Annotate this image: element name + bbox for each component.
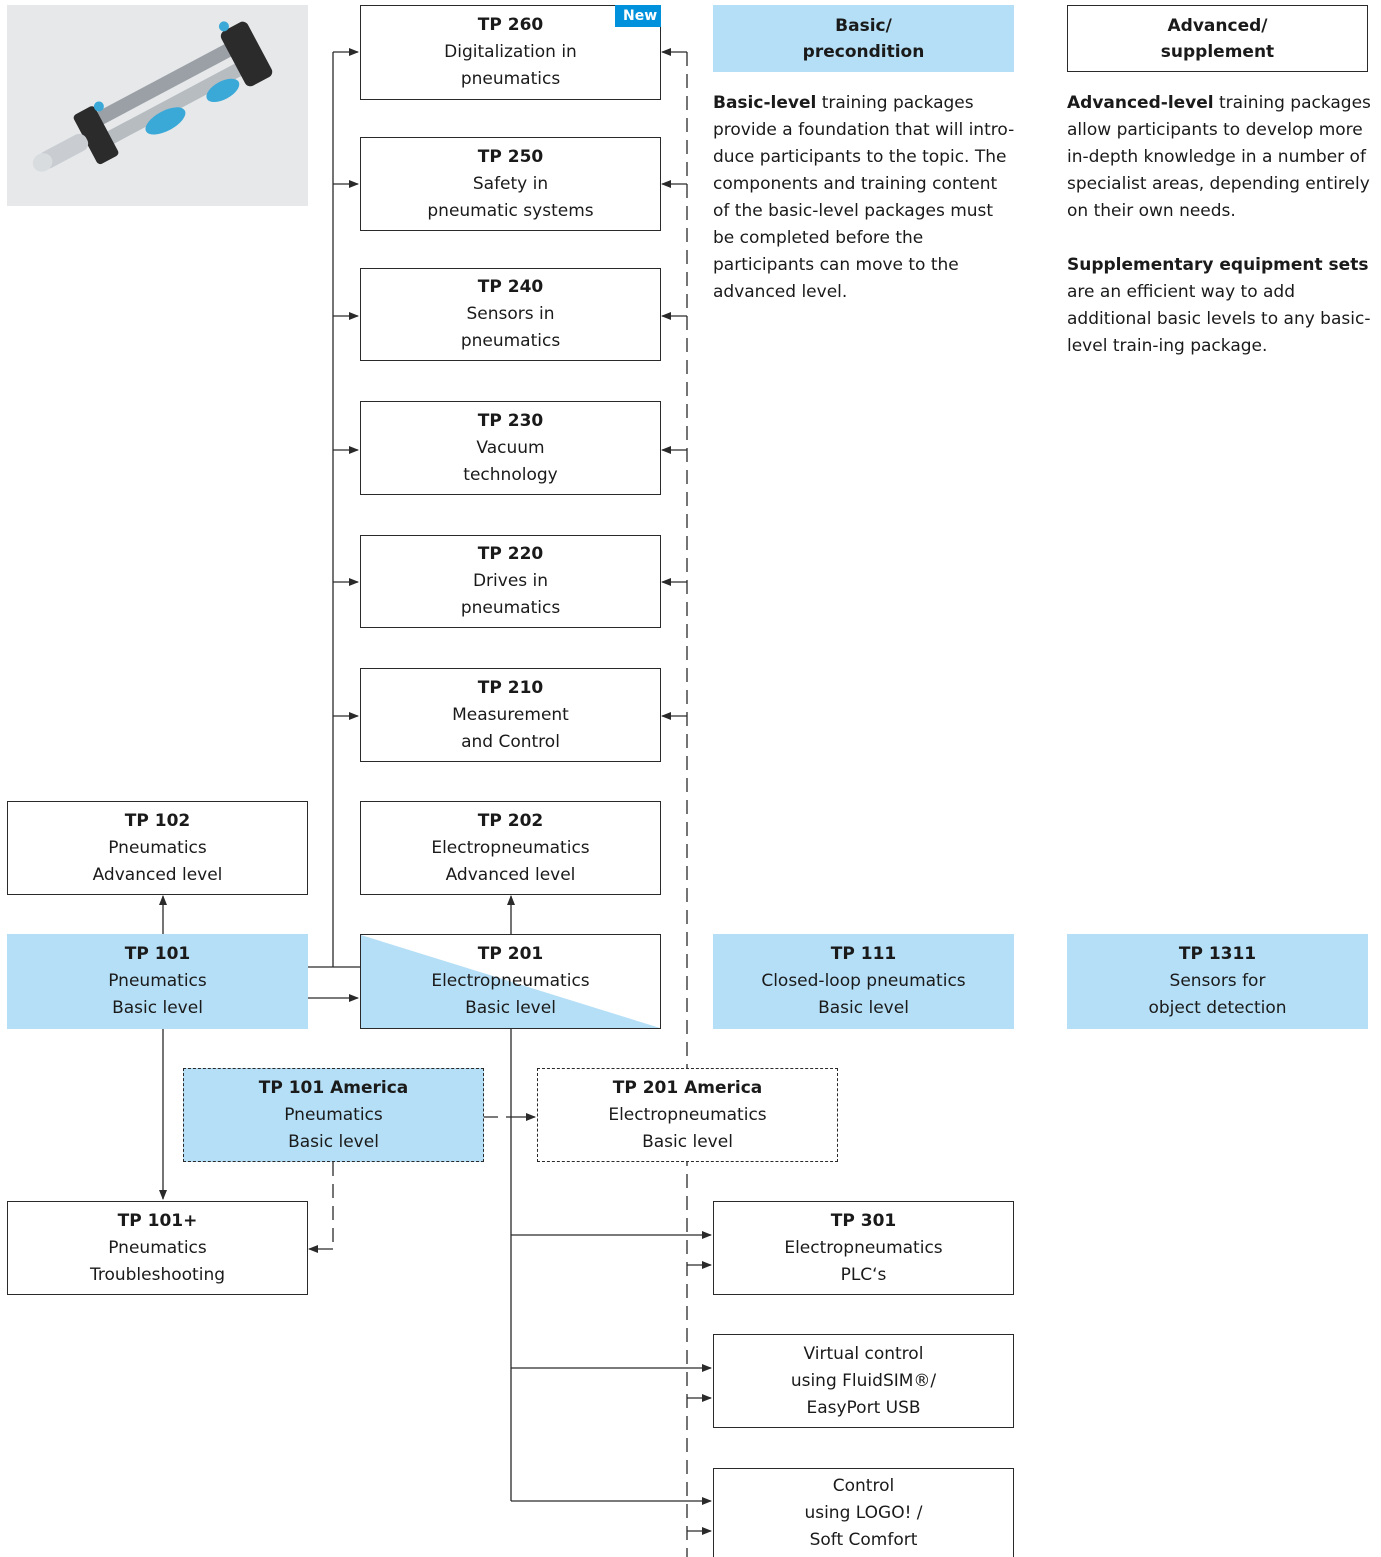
box-tp101-america: TP 101 America Pneumatics Basic level [183,1068,484,1162]
supplementary-description-bold: Supplementary equipment sets [1067,255,1369,275]
basic-description-bold: Basic-level [713,93,817,113]
box-tp201: TP 201 Electropneumatics Basic level [360,934,661,1029]
box-line: and Control [461,731,560,752]
box-tp260: TP 260 Digitalization in pneumatics [360,5,661,100]
legend-advanced: Advanced/ supplement [1067,5,1368,72]
box-logo: Control using LOGO! / Soft Comfort [713,1468,1014,1557]
box-line: Soft Comfort [809,1529,918,1550]
box-line: Basic level [642,1131,733,1152]
legend-basic-line1: Basic/ [835,15,892,36]
advanced-description-bold: Advanced-level [1067,93,1214,113]
box-line: Basic level [288,1131,379,1152]
advanced-description-body: training packages allow participants to … [1067,93,1371,221]
new-badge: New [615,5,661,27]
basic-description-body: training packages provide a foundation t… [713,93,1015,302]
box-line: Virtual control [803,1343,924,1364]
box-line: Electropneumatics [784,1237,943,1258]
box-line: Measurement [452,704,569,725]
box-line: Advanced level [92,864,223,885]
box-line: Pneumatics [108,1237,207,1258]
box-tp220: TP 220 Drives in pneumatics [360,535,661,628]
box-line: EasyPort USB [806,1397,921,1418]
box-line: Closed-loop pneumatics [761,971,966,991]
box-line: Safety in [472,173,549,194]
box-line: pneumatic systems [427,200,594,221]
box-line: Pneumatics [108,837,207,858]
box-title: TP 101 America [258,1077,409,1098]
box-title: TP 202 [477,810,544,831]
box-title: TP 201 America [612,1077,763,1098]
box-line: technology [463,464,558,485]
box-tp102: TP 102 Pneumatics Advanced level [7,801,308,895]
advanced-description-text: Advanced-level training packages allow p… [1067,90,1372,225]
box-line: Sensors in [466,304,555,324]
box-line: pneumatics [460,69,561,89]
box-title: TP 220 [477,544,544,564]
box-line: Basic level [465,998,556,1018]
legend-advanced-line2: supplement [1160,41,1275,62]
box-tp210: TP 210 Measurement and Control [360,668,661,762]
box-line: pneumatics [460,331,561,351]
supplementary-description-body: are an efficient way to add additional b… [1067,282,1371,356]
box-title: TP 210 [477,677,544,698]
box-line: Drives in [472,571,549,591]
box-tp101: TP 101 Pneumatics Basic level [7,934,308,1029]
half-fill-triangle [361,935,660,1028]
box-tp301: TP 301 Electropneumatics PLC‘s [713,1201,1014,1295]
legend-basic-line2: precondition [802,41,925,62]
box-tp240: TP 240 Sensors in pneumatics [360,268,661,361]
box-line: Digitalization in [444,42,577,62]
basic-description-text: Basic-level training packages provide a … [713,90,1018,306]
box-tp202: TP 202 Electropneumatics Advanced level [360,801,661,895]
box-title: TP 201 [477,944,544,964]
box-line: Control [832,1475,895,1496]
box-title: TP 301 [830,1210,897,1231]
product-photo [7,5,308,206]
box-line: object detection [1148,998,1287,1018]
box-line: Troubleshooting [89,1264,226,1285]
box-tp230: TP 230 Vacuum technology [360,401,661,495]
box-title: TP 101+ [117,1210,198,1231]
cylinder-illustration [32,21,273,172]
box-line: Electropneumatics [608,1104,767,1125]
box-line: pneumatics [460,598,561,618]
box-line: Electropneumatics [431,837,590,858]
box-title: TP 101 [124,944,191,964]
legend-basic: Basic/ precondition [713,5,1014,72]
box-title: TP 230 [477,410,544,431]
box-line: Basic level [818,998,909,1018]
box-line: Basic level [112,998,203,1018]
supplementary-description-text: Supplementary equipment sets are an effi… [1067,252,1372,360]
box-title: TP 260 [477,15,544,35]
box-tp101-plus: TP 101+ Pneumatics Troubleshooting [7,1201,308,1295]
box-line: Vacuum [476,437,545,458]
box-tp250: TP 250 Safety in pneumatic systems [360,137,661,231]
box-tp111: TP 111 Closed-loop pneumatics Basic leve… [713,934,1014,1029]
box-line: Electropneumatics [431,971,590,991]
box-line: Pneumatics [284,1104,383,1125]
box-title: TP 1311 [1178,944,1257,964]
box-tp1311: TP 1311 Sensors for object detection [1067,934,1368,1029]
box-line: using FluidSIM®/ [790,1370,937,1391]
box-title: TP 102 [124,810,191,831]
basic-description: Basic-level training packages provide a … [713,90,1018,320]
legend-advanced-line1: Advanced/ [1167,15,1268,36]
box-line: Sensors for [1169,971,1266,991]
box-line: Pneumatics [108,971,207,991]
box-fluidsim: Virtual control using FluidSIM®/ EasyPor… [713,1334,1014,1428]
box-line: PLC‘s [840,1264,887,1285]
box-title: TP 240 [477,277,544,297]
box-title: TP 111 [830,944,897,964]
box-line: using LOGO! / [804,1502,923,1523]
box-line: Advanced level [445,864,576,885]
box-tp201-america: TP 201 America Electropneumatics Basic l… [537,1068,838,1162]
box-title: TP 250 [477,146,544,167]
advanced-description: Advanced-level training packages allow p… [1067,90,1372,374]
